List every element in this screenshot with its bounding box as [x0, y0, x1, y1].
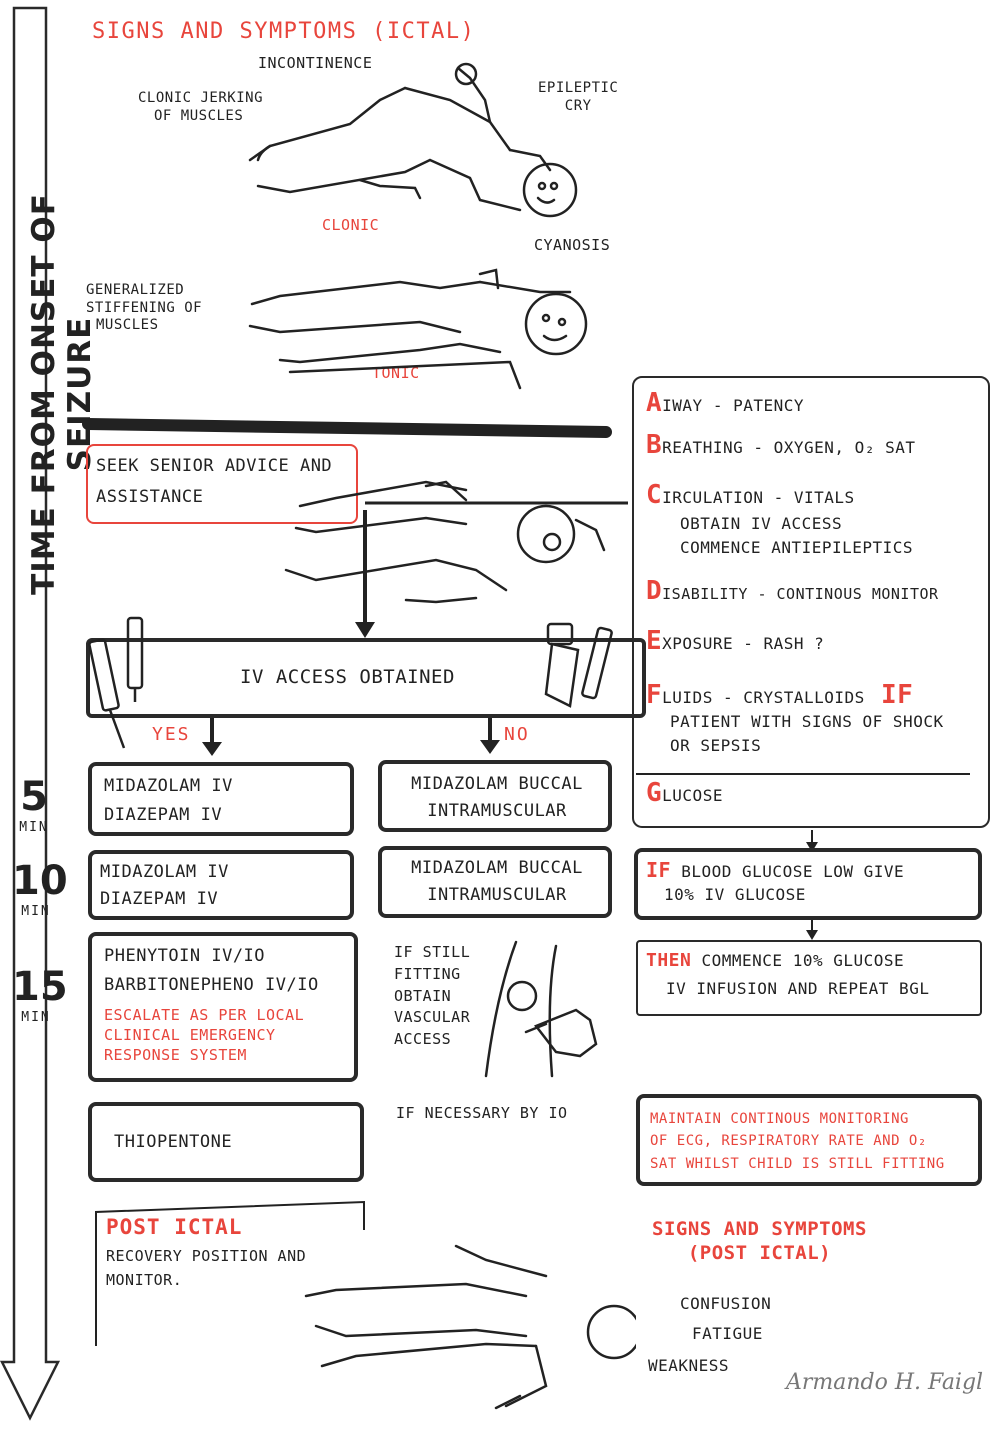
tonic-figure-illustration	[248, 268, 588, 390]
marker-15: 15 MIN	[12, 964, 68, 1025]
post-ictal-title: POST ICTAL	[106, 1215, 243, 1239]
glucose-then-box: THEN COMMENCE 10% GLUCOSE IV INFUSION AN…	[636, 940, 982, 1016]
monitoring-box: MAINTAIN CONTINOUS MONITORING OF ECG, RE…	[636, 1094, 982, 1186]
label-generalized-stiffening: GENERALIZED STIFFENING OF MUSCLES	[86, 282, 203, 333]
clonic-figure-illustration	[248, 62, 578, 218]
label-clonic-jerking: CLONIC JERKING OF MUSCLES	[138, 90, 264, 124]
abcde-box	[632, 376, 990, 828]
yes-step-15-box: PHENYTOIN IV/IO BARBITONEPHENO IV/IO ESC…	[88, 932, 358, 1082]
post-signs-title: SIGNS AND SYMPTOMS (POST ICTAL)	[652, 1218, 867, 1264]
recovery-position-illustration	[304, 1244, 636, 1410]
yes-step-10-box: MIDAZOLAM IV DIAZEPAM IV	[88, 850, 354, 920]
iv-access-box: IV ACCESS OBTAINED	[86, 638, 646, 718]
label-cyanosis: CYANOSIS	[534, 236, 611, 254]
abcde-d: DISABILITY - CONTINOUS MONITOR	[646, 576, 939, 606]
post-sign-fatigue: FATIGUE	[692, 1324, 763, 1343]
abcde-g: GLUCOSE	[646, 778, 723, 808]
abcde-a: AIWAY - PATENCY	[646, 388, 805, 418]
post-sign-confusion: CONFUSION	[680, 1294, 772, 1313]
label-epileptic-cry: EPILEPTIC CRY	[538, 80, 619, 114]
page-title: SIGNS AND SYMPTOMS (ICTAL)	[92, 19, 476, 44]
abcde-c: CIRCULATION - VITALS OBTAIN IV ACCESS CO…	[646, 480, 914, 557]
abcde-b: BREATHING - OXYGEN, O₂ SAT	[646, 430, 916, 460]
signature: Armando H. Faigl	[786, 1370, 984, 1395]
label-yes: YES	[152, 724, 191, 745]
label-clonic: CLONIC	[322, 216, 380, 234]
seek-advice-box: SEEK SENIOR ADVICE AND ASSISTANCE	[86, 444, 358, 524]
thiopentone-box: THIOPENTONE	[88, 1102, 364, 1182]
io-text: IF NECESSARY BY IO	[396, 1104, 568, 1122]
abcde-f: FLUIDS - CRYSTALLOIDS IF PATIENT WITH SI…	[646, 680, 944, 755]
oxygen-mask-patient-illustration	[284, 480, 606, 604]
post-sign-weakness: WEAKNESS	[648, 1356, 730, 1375]
label-incontinence: INCONTINENCE	[258, 54, 373, 72]
still-fitting-text: IF STILL FITTING OBTAIN VASCULAR ACCESS	[394, 943, 471, 1048]
no-step-10-box: MIDAZOLAM BUCCAL INTRAMUSCULAR	[378, 846, 612, 918]
yes-step-5-box: MIDAZOLAM IV DIAZEPAM IV	[88, 762, 354, 836]
vial-syringe-icon	[544, 622, 613, 708]
abcde-e: EXPOSURE - RASH ?	[646, 626, 825, 656]
no-step-5-box: MIDAZOLAM BUCCAL INTRAMUSCULAR	[378, 760, 612, 832]
syringe-icon	[88, 616, 144, 749]
glucose-low-box: IF BLOOD GLUCOSE LOW GIVE 10% IV GLUCOSE	[634, 848, 982, 920]
marker-10: 10 MIN	[12, 858, 68, 919]
marker-5: 5 MIN	[19, 774, 49, 835]
section-divider	[82, 418, 612, 438]
io-access-illustration	[484, 940, 598, 1078]
label-no: NO	[504, 724, 530, 745]
post-ictal-text: RECOVERY POSITION AND MONITOR.	[106, 1247, 307, 1289]
